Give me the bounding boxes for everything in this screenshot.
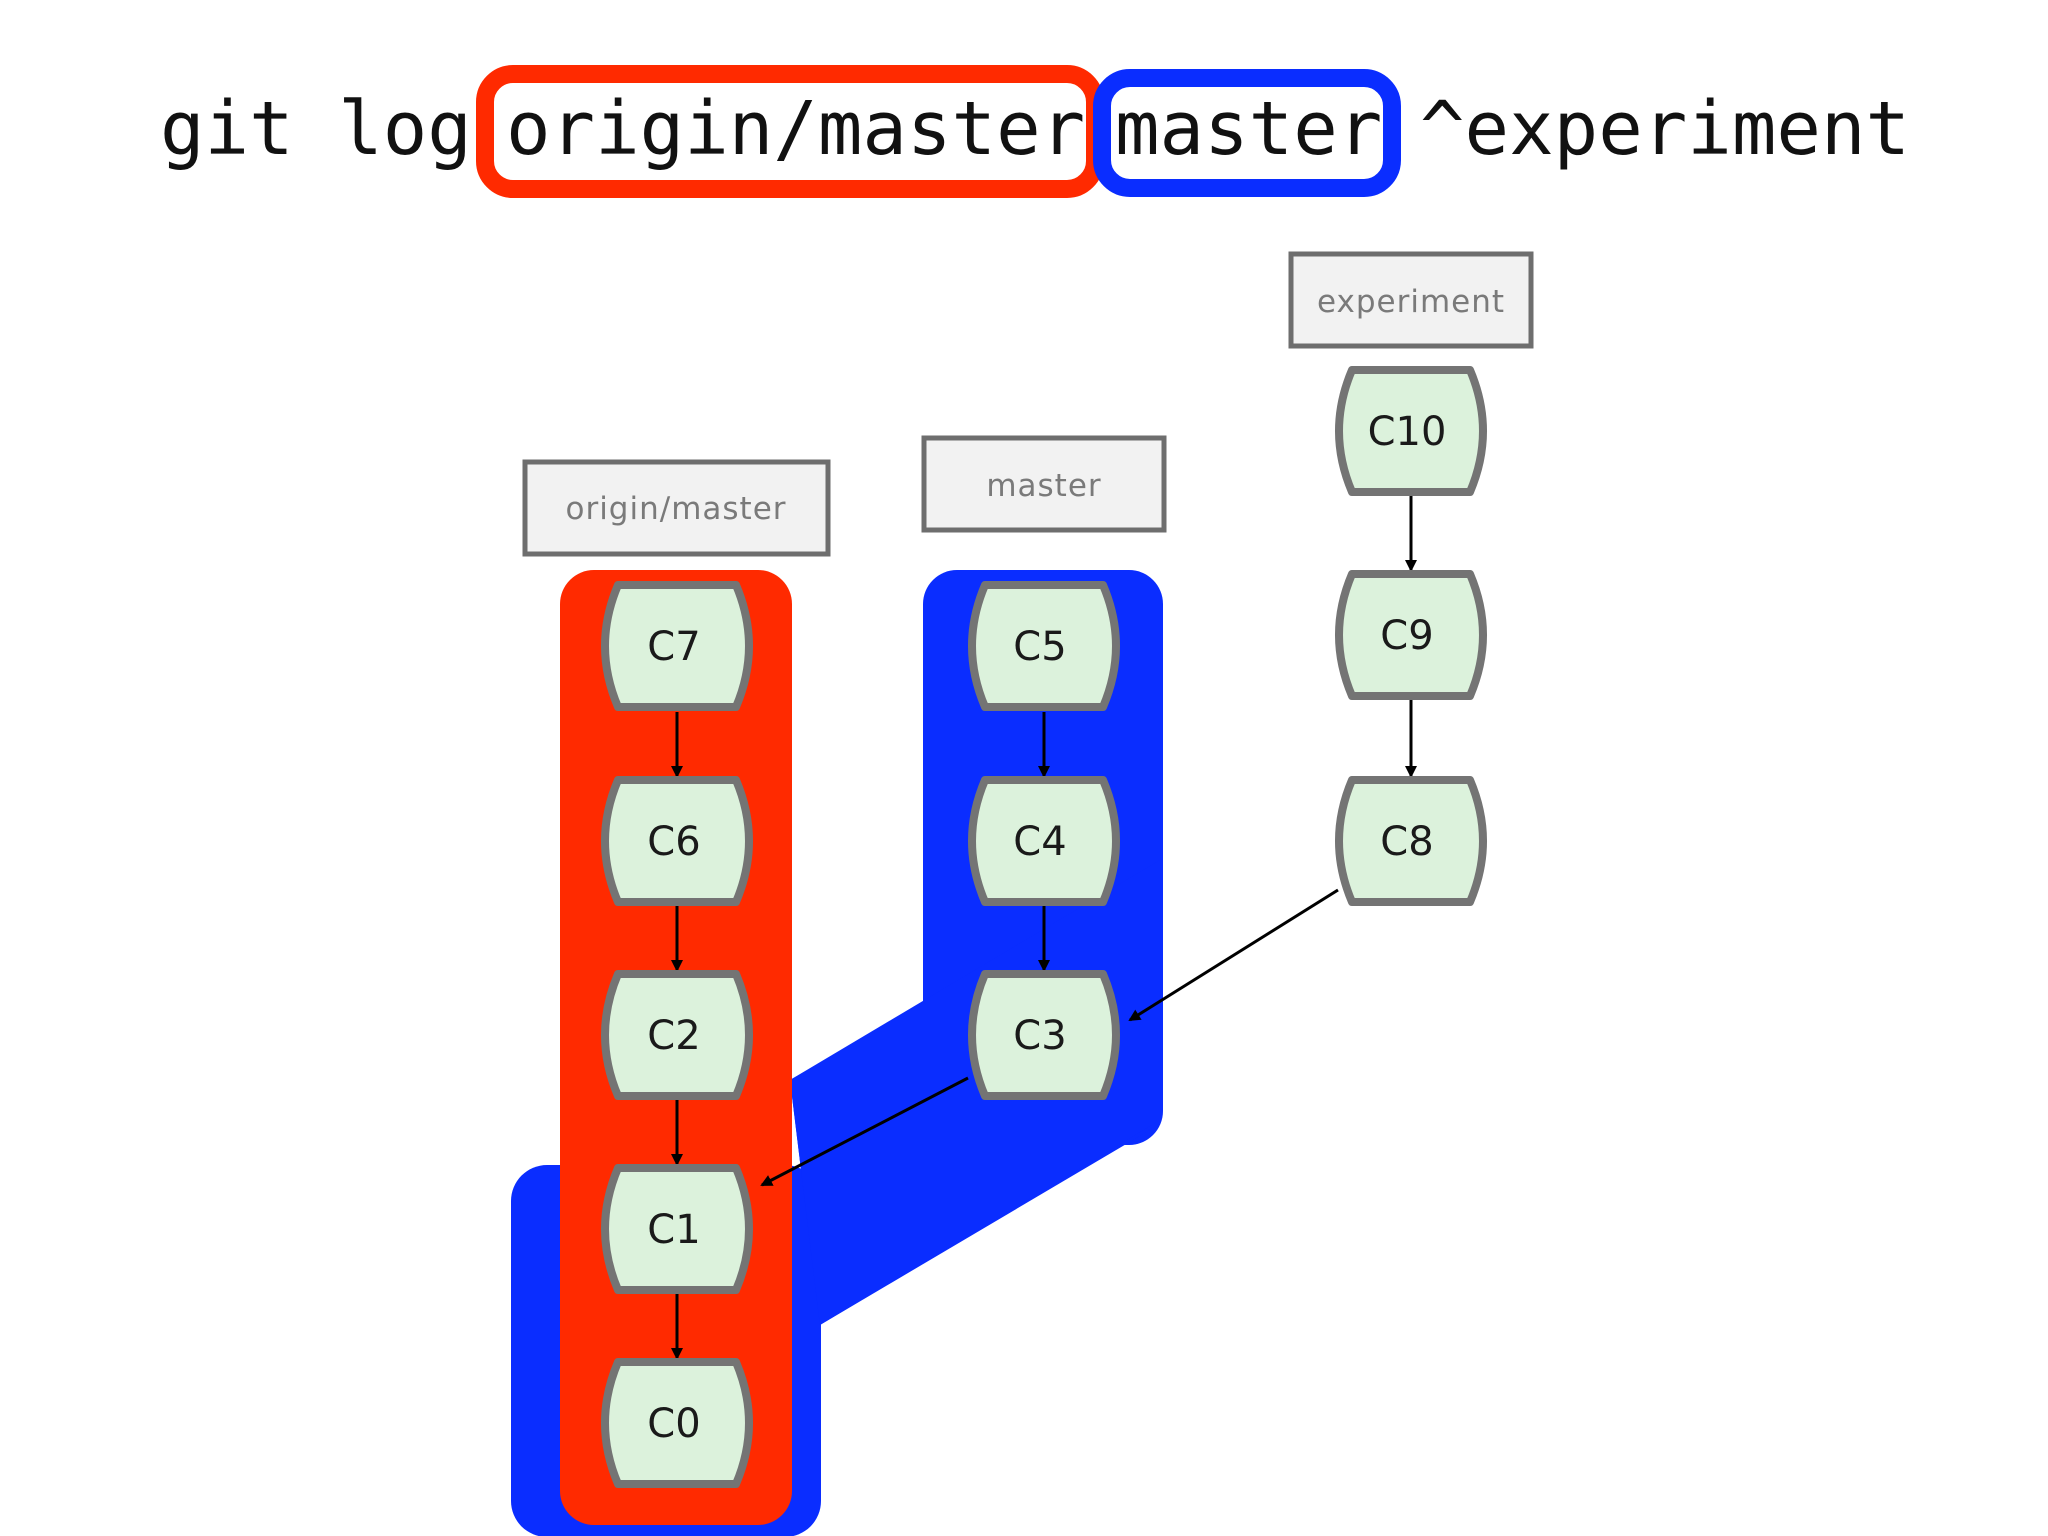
- command-line: git log origin/master master ^experiment: [160, 65, 1910, 198]
- commit-edges: [671, 496, 1417, 1360]
- ref-experiment-label: experiment: [1317, 284, 1505, 320]
- command-arg-master: master: [1115, 86, 1382, 172]
- ref-origin-master: origin/master: [522, 459, 831, 557]
- commit-c6-label: C6: [647, 819, 700, 865]
- ref-master: master: [921, 435, 1167, 533]
- commit-c3-label: C3: [1013, 1013, 1066, 1059]
- command-prefix: git log: [160, 86, 472, 172]
- commit-c7-label: C7: [647, 624, 700, 670]
- commit-c9: C9: [1335, 570, 1487, 700]
- commit-c8: C8: [1335, 776, 1487, 906]
- commit-c2-label: C2: [647, 1013, 700, 1059]
- commit-c4-label: C4: [1013, 819, 1066, 865]
- commit-c1: C1: [601, 1164, 753, 1294]
- edge-c8-c3: [1128, 888, 1339, 1022]
- commit-c8-label: C8: [1380, 819, 1433, 865]
- commit-c0-label: C0: [647, 1401, 700, 1447]
- ref-experiment: experiment: [1288, 251, 1534, 349]
- commit-c6: C6: [601, 776, 753, 906]
- ref-master-label: master: [986, 468, 1101, 504]
- commit-c0: C0: [601, 1358, 753, 1488]
- commit-c10: C10: [1335, 366, 1487, 496]
- commit-c9-label: C9: [1380, 613, 1433, 659]
- commit-c5-label: C5: [1013, 624, 1066, 670]
- edge-c3-c1: [760, 1076, 969, 1187]
- commit-c7: C7: [601, 581, 753, 711]
- command-arg-exclude-experiment: ^experiment: [1420, 86, 1910, 172]
- commit-c5: C5: [968, 581, 1120, 711]
- commit-c4: C4: [968, 776, 1120, 906]
- commit-c1-label: C1: [647, 1207, 700, 1253]
- commit-c2: C2: [601, 970, 753, 1100]
- ref-origin-master-label: origin/master: [565, 491, 786, 527]
- command-arg-origin-master: origin/master: [506, 86, 1085, 172]
- commit-c10-label: C10: [1368, 409, 1447, 455]
- master-arg-highlight: [1093, 69, 1401, 197]
- commit-c3: C3: [968, 970, 1120, 1100]
